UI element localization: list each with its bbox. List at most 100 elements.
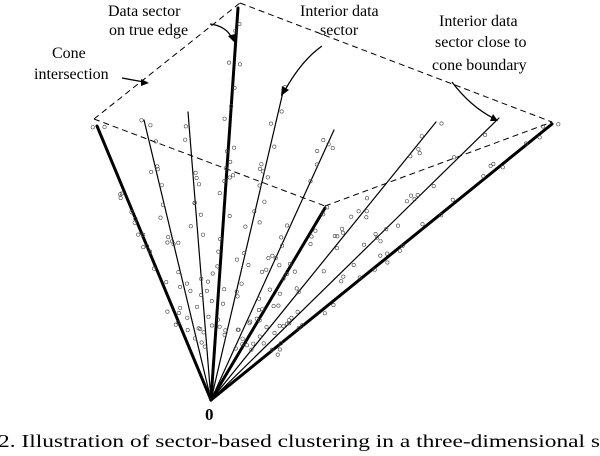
cone-edge-bottom-right xyxy=(324,121,553,207)
data-point xyxy=(315,149,320,154)
data-point xyxy=(408,154,413,159)
data-point xyxy=(450,197,455,202)
data-point xyxy=(278,341,283,346)
data-point xyxy=(158,215,163,220)
data-point xyxy=(261,341,266,346)
data-point xyxy=(268,121,273,126)
data-point xyxy=(178,284,183,289)
data-points xyxy=(90,21,561,357)
data-point xyxy=(321,269,326,274)
data-point xyxy=(136,232,141,237)
data-point xyxy=(523,141,528,146)
data-point xyxy=(160,202,165,207)
data-point xyxy=(313,228,318,233)
data-point xyxy=(148,249,153,254)
origin-label: 0 xyxy=(205,405,214,424)
arrow-heads xyxy=(141,34,498,121)
data-point xyxy=(289,315,294,320)
data-point xyxy=(334,246,339,251)
data-point xyxy=(378,253,383,258)
data-point xyxy=(185,328,190,333)
data-point xyxy=(385,260,390,265)
data-point xyxy=(218,237,223,242)
data-point xyxy=(210,271,215,276)
data-point xyxy=(481,174,486,179)
data-point xyxy=(364,215,369,220)
data-point xyxy=(139,118,144,123)
arrowhead-interior-data-sector xyxy=(281,86,289,96)
data-point xyxy=(199,340,204,345)
data-point xyxy=(155,164,160,169)
data-point xyxy=(270,253,275,258)
data-point xyxy=(341,274,346,279)
data-point xyxy=(488,163,493,168)
data-point xyxy=(188,224,193,229)
data-point xyxy=(260,169,265,174)
data-point xyxy=(159,183,164,188)
data-point xyxy=(325,205,330,210)
label-data-sector-edge-line2: on true edge xyxy=(109,22,188,39)
ray-bottom-true-edge xyxy=(209,206,327,402)
data-point xyxy=(295,309,300,314)
data-point xyxy=(266,256,271,261)
data-point xyxy=(400,243,405,248)
data-point xyxy=(185,315,190,320)
data-point xyxy=(439,213,444,218)
data-point xyxy=(198,212,203,217)
label-boundary-sector-line2: sector close to xyxy=(435,34,527,51)
data-point xyxy=(166,235,171,240)
data-point xyxy=(215,317,220,322)
data-point xyxy=(248,319,253,324)
data-point xyxy=(272,330,277,335)
data-point xyxy=(372,267,377,272)
data-point xyxy=(252,209,257,214)
data-point xyxy=(284,271,289,276)
data-point xyxy=(240,342,245,347)
data-point xyxy=(385,251,390,256)
data-point xyxy=(326,142,331,147)
data-point xyxy=(199,276,204,281)
data-point xyxy=(176,310,181,315)
data-point xyxy=(314,162,319,167)
data-point xyxy=(397,248,402,253)
data-point xyxy=(339,279,344,284)
data-point xyxy=(209,299,214,304)
data-point xyxy=(364,209,369,214)
data-point xyxy=(296,290,301,295)
label-boundary-sector-line1: Interior data xyxy=(439,13,518,30)
data-point xyxy=(148,123,153,128)
data-point xyxy=(197,182,202,187)
ray-interior xyxy=(187,111,212,401)
data-point xyxy=(141,245,146,250)
data-point xyxy=(216,249,221,254)
data-point xyxy=(267,287,272,292)
data-point xyxy=(321,138,326,143)
data-point xyxy=(419,134,424,139)
data-point xyxy=(351,262,356,267)
data-point xyxy=(222,332,227,337)
data-point xyxy=(206,314,211,319)
data-point xyxy=(281,276,286,281)
ray-interior xyxy=(143,119,212,401)
data-point xyxy=(500,165,505,170)
data-point xyxy=(202,344,207,349)
data-point xyxy=(384,227,389,232)
label-data-sector-edge-line1: Data sector xyxy=(108,3,181,20)
data-point xyxy=(364,196,369,201)
data-point xyxy=(257,296,262,301)
cone-edge-left-bottom xyxy=(93,118,326,207)
data-point xyxy=(537,135,542,140)
data-point xyxy=(451,155,456,160)
data-point xyxy=(322,311,327,316)
data-point xyxy=(221,301,226,306)
data-point xyxy=(129,210,134,215)
ray-interior xyxy=(210,129,335,401)
data-point xyxy=(132,220,137,225)
data-point xyxy=(204,288,209,293)
data-point xyxy=(222,287,227,292)
data-point xyxy=(102,124,107,129)
data-point xyxy=(246,262,251,267)
ray-left-true-edge xyxy=(95,124,213,402)
data-point xyxy=(373,232,378,237)
